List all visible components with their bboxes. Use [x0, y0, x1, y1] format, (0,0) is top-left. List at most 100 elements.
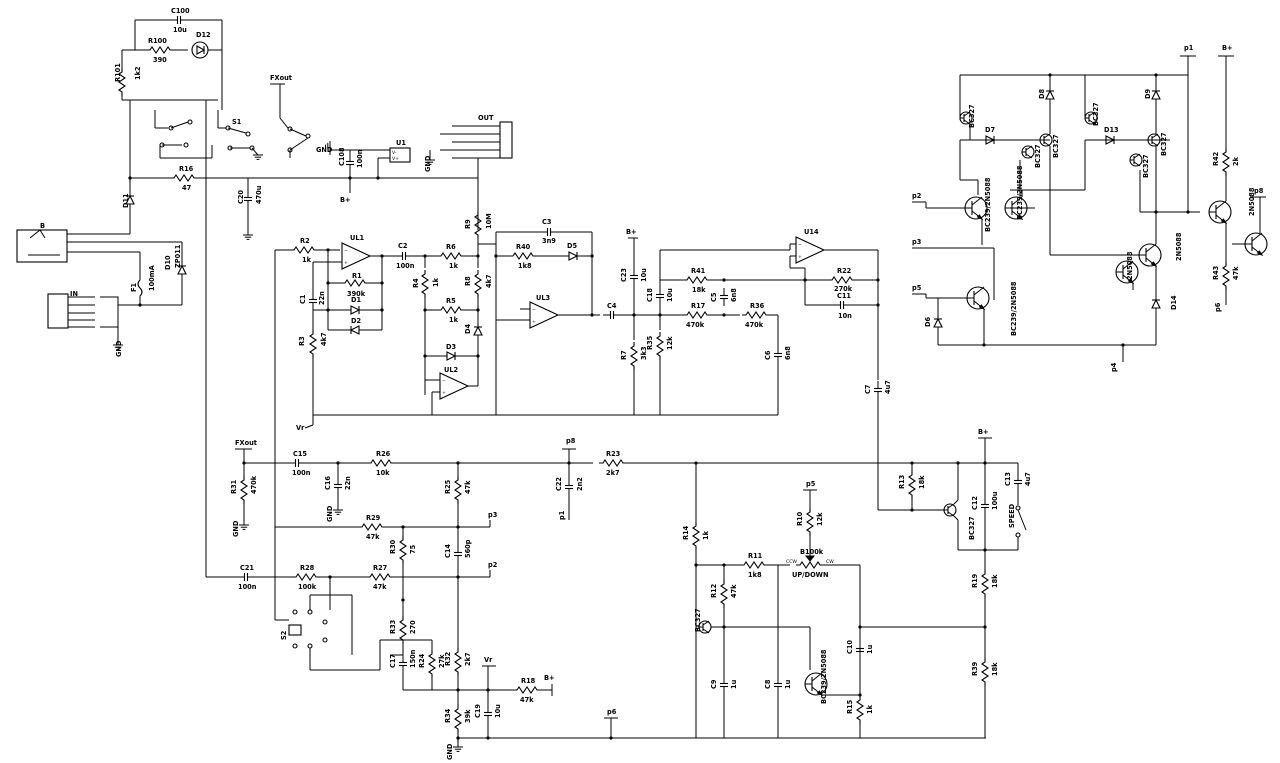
r34-label: R34 [444, 708, 452, 723]
d10-label: D10 [164, 255, 172, 270]
speed-label: SPEED [1008, 503, 1016, 528]
r101-label: R101 [114, 63, 122, 82]
r32-value: 2k7 [464, 652, 472, 666]
bc239-label-lfo: BC239/2N5088 [820, 649, 828, 704]
c22-value: 2n2 [576, 477, 584, 491]
n2n5088-label-a: 2N5088 [1175, 232, 1183, 261]
r12-value: 47k [730, 584, 738, 598]
u1-vminus: V- [392, 150, 397, 156]
bc327-label-b: BC327 [1034, 144, 1042, 168]
r33-value: 270 [409, 620, 417, 634]
bc327-label-e: BC327 [1142, 154, 1150, 178]
c6-label: C6 [764, 350, 772, 360]
c10-label: C10 [846, 640, 854, 654]
c100-label: C100 [171, 7, 190, 15]
fxout-label: FXout [235, 439, 257, 447]
r8-label: R8 [464, 276, 472, 286]
d6-label: D6 [924, 317, 932, 327]
r27-label: R27 [373, 564, 388, 572]
ccw-label: CCW [786, 559, 797, 565]
c9-value: 1u [730, 679, 738, 689]
r32-label: R32 [444, 651, 452, 666]
bplus-label-speed: B+ [978, 428, 989, 436]
d1-label: D1 [351, 296, 361, 304]
r7-value: 3k3 [640, 346, 648, 360]
c6-value: 6n8 [784, 346, 792, 360]
c18-label: C18 [646, 288, 654, 302]
updown-pot[interactable] [804, 548, 816, 562]
r6-label: R6 [446, 243, 456, 251]
s2-switch[interactable] [288, 609, 328, 649]
r29-value: 47k [366, 533, 380, 541]
r18-value: 47k [520, 696, 534, 704]
ul3-label: UL3 [536, 294, 551, 302]
r4-label: R4 [412, 278, 420, 288]
r101-value: 1k2 [134, 66, 142, 80]
d3-label: D3 [446, 343, 456, 351]
r2-label: R2 [300, 237, 310, 245]
r30-label: R30 [389, 539, 397, 554]
c23-label: C23 [620, 268, 628, 282]
d8-label: D8 [1038, 89, 1046, 99]
in-jack-label: IN [70, 290, 78, 298]
r36-value: 470k [745, 321, 764, 329]
ul2-label: UL2 [444, 366, 459, 374]
ul1-label: UL1 [350, 234, 365, 242]
p6-label-bottom: p6 [607, 708, 617, 716]
d11-label: D11 [122, 193, 130, 208]
c8-value: 1u [784, 679, 792, 689]
c100-value: 10u [173, 26, 187, 34]
s1-switch[interactable] [154, 110, 311, 160]
r1-label: R1 [352, 272, 362, 280]
gnd-label-u1: GND [316, 146, 333, 154]
u14-label: U14 [804, 228, 819, 236]
r1-value: 390k [347, 290, 366, 298]
d9-label: D9 [1144, 89, 1152, 99]
b100k-label: B100k [800, 548, 824, 556]
p2-label-right: p2 [912, 192, 922, 200]
p3-label-right: p3 [912, 238, 922, 246]
c5-value: 6n8 [730, 288, 738, 302]
bc327-label-c: BC327 [1052, 134, 1060, 158]
c1-label: C1 [299, 294, 307, 304]
r43-label: R43 [1212, 265, 1220, 280]
n2n5088-label-b: 2N5088 [1126, 251, 1134, 280]
r33-label: R33 [389, 619, 397, 634]
r35-value: 12k [666, 336, 674, 350]
r17-label: R17 [691, 302, 706, 310]
c108-label: C108 [338, 147, 346, 166]
d4-label: D4 [464, 324, 472, 334]
f1-value: 100mA [148, 264, 156, 291]
p8-label: p8 [566, 437, 576, 445]
updown-label: UP/DOWN [792, 571, 828, 579]
n2n5088-label-c: 2N5088 [1248, 187, 1256, 216]
r35-label: R35 [646, 335, 654, 350]
p5-label-right: p5 [912, 284, 922, 292]
c5-label: C5 [710, 292, 718, 302]
r5-value: 1k [449, 316, 459, 324]
r25-value: 47k [464, 480, 472, 494]
c20-value: 470u [255, 185, 263, 204]
cw-label: CW [826, 559, 834, 565]
d10-value: ZP011 [174, 244, 182, 268]
out-jack-label: OUT [478, 114, 494, 122]
bc327-label-speed: BC327 [968, 516, 976, 540]
r13-label: R13 [898, 474, 906, 489]
c16-label: C16 [324, 476, 332, 490]
d12-label: D12 [196, 31, 211, 39]
r19-value: 18k [991, 574, 999, 588]
d2-label: D2 [351, 317, 361, 325]
speed-switch[interactable] [1015, 505, 1027, 538]
c7-label: C7 [864, 384, 872, 394]
delay-section: FXout R31 470k GND C15 100n C16 22n GND … [205, 100, 986, 760]
c14-value: 560p [464, 539, 472, 558]
gnd-label: GND [115, 340, 123, 357]
c9-label: C9 [710, 679, 718, 689]
r19-label: R19 [971, 573, 979, 588]
c11-value: 10n [838, 312, 852, 320]
r11-label: R11 [748, 552, 763, 560]
r9-value: 10M [485, 213, 493, 229]
c16-value: 22n [344, 476, 352, 490]
r40-value: 1k8 [518, 262, 532, 270]
